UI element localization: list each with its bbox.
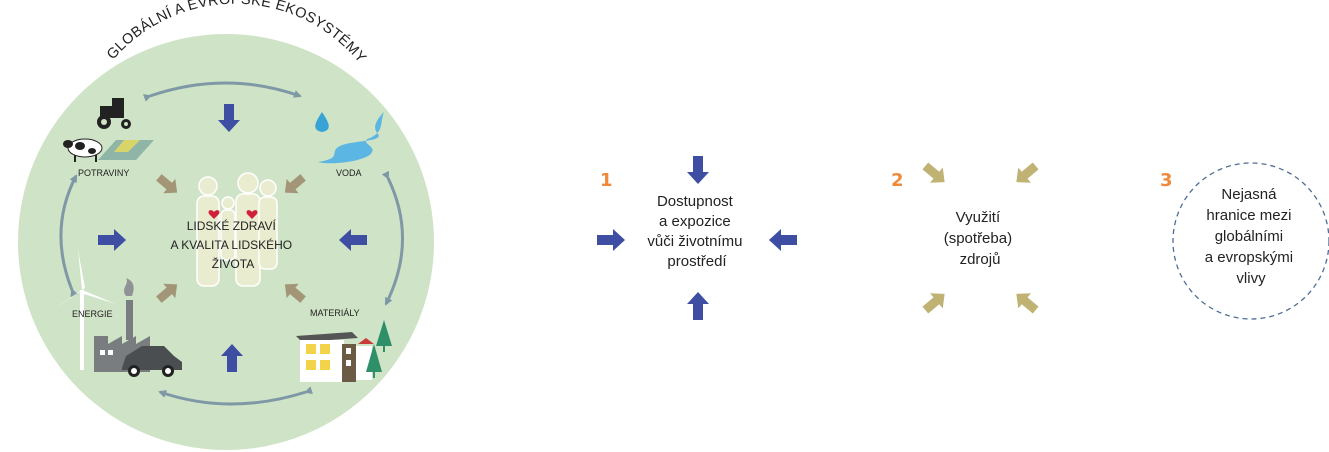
legend-2-arrow-sw [919,286,951,317]
legend-number-3: 3 [1160,170,1173,191]
legend-number-1: 1 [600,170,613,191]
legend-1-arrow-right [769,229,797,251]
legend-2-arrow-nw [919,158,951,189]
water-label: VODA [336,168,362,178]
legend-item-3: 3 Nejasná hranice mezi globálními a evro… [1160,163,1329,319]
legend-1-arrow-top [687,156,709,184]
legend-1-text: Dostupnost a expozice vůči životnímu pro… [647,193,746,270]
legend-2-text: Využití (spotřeba) zdrojů [944,209,1017,268]
legend-3-text: Nejasná hranice mezi globálními a evrops… [1205,186,1298,287]
legend-2-arrow-se [1010,286,1042,317]
legend-2-arrow-ne [1010,158,1042,189]
legend-1-arrow-bottom [687,292,709,320]
legend-number-2: 2 [891,170,904,191]
legend-item-1: 1 Dostupnost a expozice vůči životnímu p… [597,156,797,320]
materials-label: MATERIÁLY [310,308,360,318]
food-label: POTRAVINY [78,168,129,178]
energy-label: ENERGIE [72,309,113,319]
legend-item-2: 2 Využití (spotřeba) zdrojů [891,158,1042,317]
legend-1-arrow-left [597,229,625,251]
